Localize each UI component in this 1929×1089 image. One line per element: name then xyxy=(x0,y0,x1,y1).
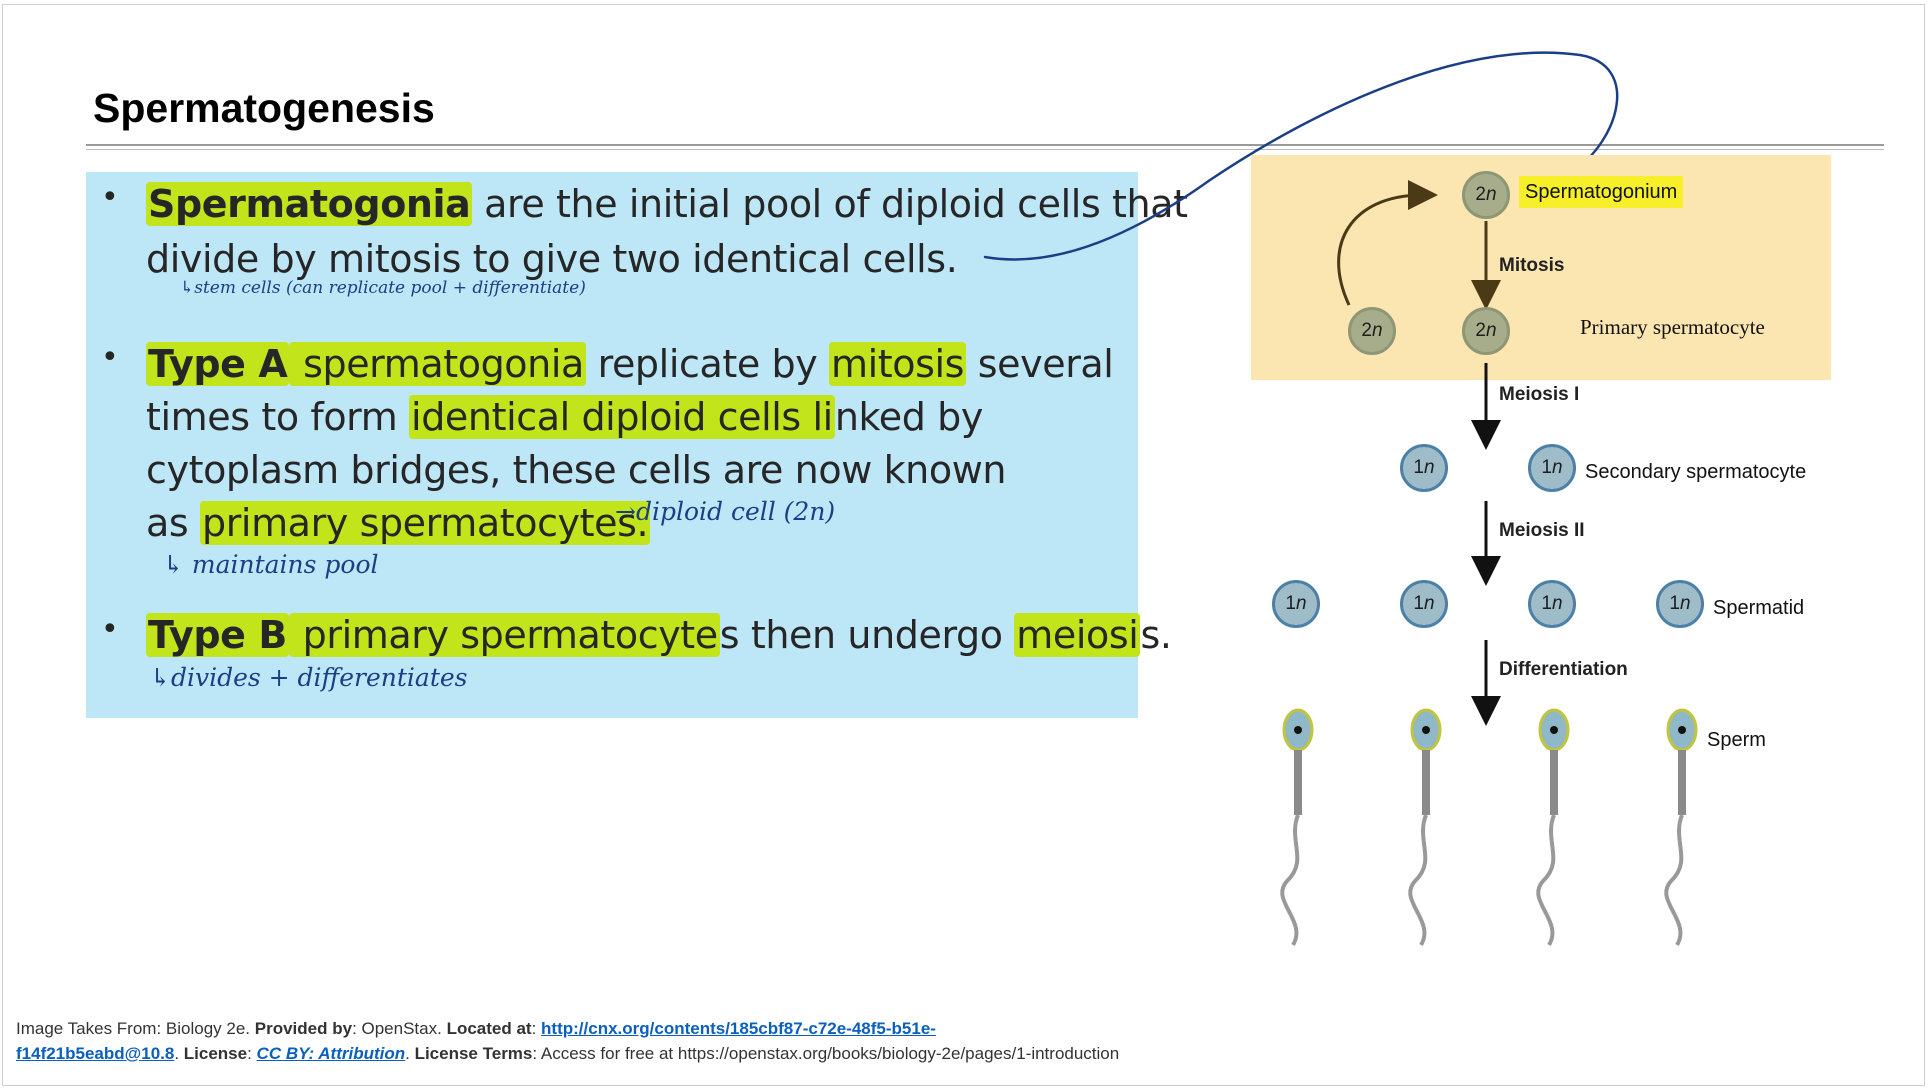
attribution-line-2: f14f21b5eabd@10.8. License: CC BY: Attri… xyxy=(16,1044,1120,1063)
handwritten-note-divides: ↳divides + differentiates xyxy=(150,663,468,692)
label-sperm: Sperm xyxy=(1707,729,1766,751)
bullet-3-text-a: s then undergo xyxy=(719,613,1015,657)
bullet-3-line-1: Type B primary spermatocytes then underg… xyxy=(146,609,1172,662)
bullet-1-line-2: divide by mitosis to give two identical … xyxy=(146,237,958,281)
bullet-2-text-d: nked by xyxy=(834,395,984,439)
highlight-mitosis: mitosis xyxy=(829,342,967,386)
highlight-spermatogonia: Spermatogonia xyxy=(146,182,473,226)
highlight-spermatogonia-2: spermatogonia xyxy=(289,342,586,386)
slide-frame xyxy=(2,4,1925,1086)
highlight-type-b: Type B xyxy=(146,613,289,657)
step-meiosis-1: Meiosis I xyxy=(1499,384,1580,405)
bullet-1-text: are the initial pool of diploid cells th… xyxy=(472,182,1188,226)
highlight-primary-spermatocytes: primary spermatocytes. xyxy=(199,501,651,545)
highlight-primary-spermatocyte: primary spermatocyte xyxy=(288,613,720,657)
bullet-dot: • xyxy=(101,340,119,375)
label-spermatogonium: Spermatogonium xyxy=(1519,176,1684,208)
handwritten-note-stem-cells: ↳stem cells (can replicate pool + differ… xyxy=(180,278,586,298)
handwritten-note-maintains-pool: ↳ maintains pool xyxy=(163,550,379,579)
attribution-line-1: Image Takes From: Biology 2e. Provided b… xyxy=(16,1019,936,1038)
diagram-arrows xyxy=(1280,180,1698,947)
bullet-dot: • xyxy=(101,180,119,215)
step-meiosis-2: Meiosis II xyxy=(1499,520,1585,541)
bullet-2-text-c: times to form xyxy=(146,395,410,439)
bullet-dot: • xyxy=(101,612,119,647)
bullet-2-line-2: times to form identical diploid cells li… xyxy=(146,391,983,444)
bullet-2-line-4: as primary spermatocytes. xyxy=(146,497,651,550)
label-spermatid: Spermatid xyxy=(1713,597,1805,619)
title-divider xyxy=(86,144,1884,146)
bullet-2-line-1: Type A spermatogonia replicate by mitosi… xyxy=(146,338,1114,391)
bullet-2-text-a: replicate by xyxy=(585,342,829,386)
bullet-2-text-e: as xyxy=(146,501,200,545)
handwritten-note-diploid-cell: →diploid cell (2n) xyxy=(615,497,836,526)
highlight-type-a: Type A xyxy=(146,342,290,386)
label-primary-spermatocyte: Primary spermatocyte xyxy=(1580,315,1765,339)
step-mitosis: Mitosis xyxy=(1499,255,1565,276)
bullet-2-text-b: several xyxy=(966,342,1114,386)
bullet-1-line-1: Spermatogonia are the initial pool of di… xyxy=(146,178,1188,231)
image-attribution: Image Takes From: Biology 2e. Provided b… xyxy=(16,1016,1119,1066)
label-secondary-spermatocyte: Secondary spermatocyte xyxy=(1585,461,1807,483)
source-link-cont[interactable]: f14f21b5eabd@10.8 xyxy=(16,1044,175,1063)
slide-title: Spermatogenesis xyxy=(93,85,435,131)
bullet-3-text-b: s. xyxy=(1140,613,1172,657)
step-differentiation: Differentiation xyxy=(1499,659,1628,680)
license-link[interactable]: CC BY: Attribution xyxy=(256,1044,406,1063)
highlight-meiosis: meiosi xyxy=(1014,613,1141,657)
bullet-2-line-3: cytoplasm bridges, these cells are now k… xyxy=(146,448,1007,492)
source-link[interactable]: http://cnx.org/contents/185cbf87-c72e-48… xyxy=(541,1019,936,1038)
sperm-cells xyxy=(1280,708,1698,947)
title-divider-thin xyxy=(86,149,1884,150)
highlight-identical-diploid: identical diploid cells li xyxy=(409,395,835,439)
